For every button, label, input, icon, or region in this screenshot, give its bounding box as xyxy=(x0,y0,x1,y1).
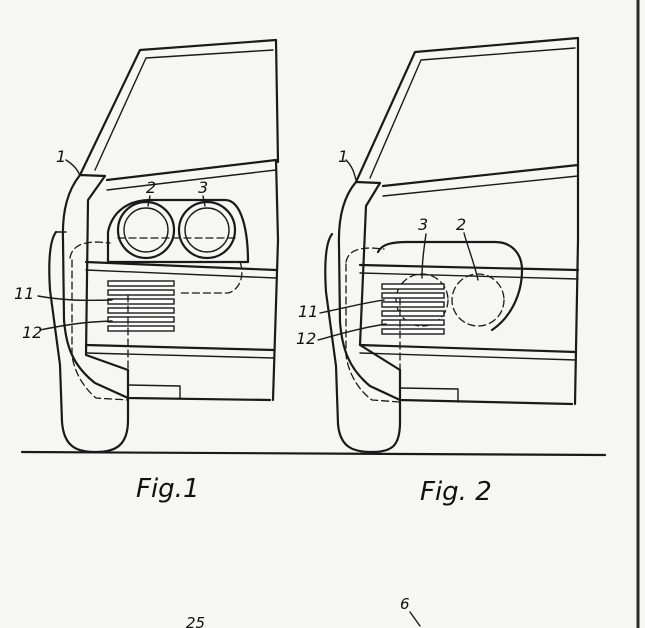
fig1-grille xyxy=(107,280,175,332)
fig2-upper-bumper-line xyxy=(358,263,580,272)
fig2-fender xyxy=(337,180,402,402)
leader-lines xyxy=(37,159,479,627)
fig2-label-3: 3 xyxy=(418,215,428,234)
fig1-label-12: 12 xyxy=(22,323,42,342)
fig2-label-2: 2 xyxy=(456,215,466,234)
fig1-lower-bumper-line xyxy=(84,343,276,352)
fig2-grille xyxy=(381,283,445,335)
fig2-headlamp-2 xyxy=(451,273,505,327)
figure-2-vehicle xyxy=(324,36,580,454)
fig2-front-corner xyxy=(354,180,402,372)
fig1-label-2: 2 xyxy=(146,178,156,197)
fig1-windshield-inner xyxy=(94,49,274,171)
fig2-headlamp-3 xyxy=(395,273,449,327)
fig1-hood-line xyxy=(106,169,277,191)
fig1-windshield-outer xyxy=(78,38,280,177)
fig1-caption: Fig.1 xyxy=(136,474,200,504)
fig2-label-1: 1 xyxy=(338,147,348,166)
fig1-tire xyxy=(48,230,130,454)
fig2-tire xyxy=(324,232,402,454)
bottom-fragment-6: 6 xyxy=(400,595,410,613)
bottom-fragment-25: 25 xyxy=(186,614,205,628)
fig1-label-1: 1 xyxy=(56,147,66,166)
fig1-label-3: 3 xyxy=(198,178,208,197)
figure-1-vehicle xyxy=(48,38,280,454)
fig1-front-corner xyxy=(78,173,130,372)
fig1-upper-bumper-line xyxy=(84,260,278,272)
fig2-label-11: 11 xyxy=(298,302,318,321)
fig2-windshield-outer xyxy=(354,36,580,184)
fig2-label-12: 12 xyxy=(296,329,316,348)
fig2-body-side xyxy=(381,163,580,406)
fig1-headlamp-2 xyxy=(116,200,176,260)
fig1-fender xyxy=(61,173,130,400)
fig2-sill xyxy=(398,368,574,406)
fig1-label-11: 11 xyxy=(14,284,34,303)
fig1-body-side xyxy=(105,158,280,402)
fig2-windshield-inner xyxy=(369,47,576,179)
fig2-lower-bumper-line xyxy=(358,343,578,354)
fig2-lamp-housing xyxy=(376,240,524,332)
fig2-hood-line xyxy=(382,175,579,197)
fig1-headlamp-housing xyxy=(106,198,250,264)
fig1-headlamp-3 xyxy=(177,200,237,260)
fig2-caption: Fig. 2 xyxy=(420,477,492,507)
ground-line xyxy=(20,450,607,457)
